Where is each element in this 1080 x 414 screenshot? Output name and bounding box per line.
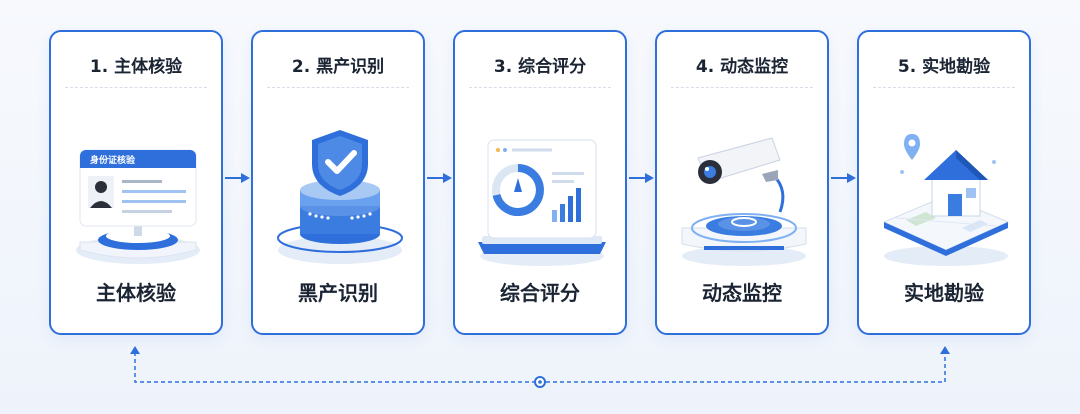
shield-check-icon xyxy=(277,130,403,264)
id-card-text: 身份证核验 xyxy=(90,154,136,166)
arrow-4-5 xyxy=(831,173,856,183)
divider xyxy=(469,87,611,88)
step-title: 3. 综合评分 xyxy=(493,57,587,77)
feedback-loop-line xyxy=(130,346,950,388)
step-card-2: 2. 黑产识别 黑产识别 xyxy=(251,30,425,335)
dashboard-chart-icon xyxy=(478,139,606,266)
arrow-3-4 xyxy=(629,173,654,183)
step-label: 主体核验 xyxy=(96,281,176,305)
step-card-3: 3. 综合评分 综合评分 xyxy=(453,30,627,335)
step-label: 综合评分 xyxy=(500,281,580,305)
step-title: 5. 实地勘验 xyxy=(897,57,991,77)
divider xyxy=(671,87,813,88)
step-card-1: 1. 主体核验 身份证核验 主体核验 xyxy=(49,30,223,335)
divider xyxy=(267,87,409,88)
step-card-4: 4. 动态监控 动态监控 xyxy=(655,30,829,335)
step-label: 黑产识别 xyxy=(298,281,378,305)
arrow-2-3 xyxy=(427,173,452,183)
house-map-icon xyxy=(882,134,1010,266)
step-label: 实地勘验 xyxy=(904,281,984,305)
step-title: 1. 主体核验 xyxy=(89,57,183,77)
arrow-1-2 xyxy=(225,173,250,183)
security-camera-icon xyxy=(681,137,807,266)
step-label: 动态监控 xyxy=(702,281,782,305)
step-title: 2. 黑产识别 xyxy=(291,57,385,77)
step-card-5: 5. 实地勘验 实地勘验 xyxy=(857,30,1031,335)
divider xyxy=(873,87,1015,88)
id-card-icon: 身份证核验 xyxy=(76,149,200,264)
step-title: 4. 动态监控 xyxy=(695,57,789,77)
divider xyxy=(65,87,207,88)
